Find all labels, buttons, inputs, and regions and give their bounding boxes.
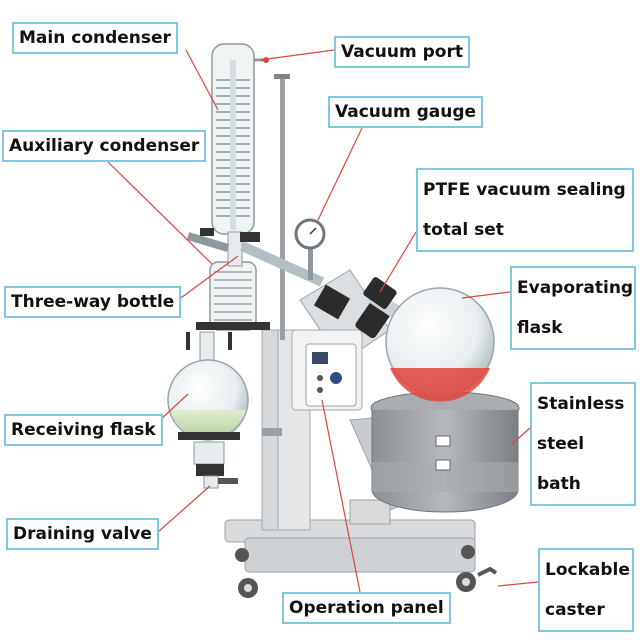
vacuum-gauge	[294, 218, 326, 280]
evaporating-flask	[363, 277, 495, 402]
receiving-flask-label: Receiving flask	[4, 414, 163, 446]
draining-valve	[196, 464, 238, 489]
caster-wheels	[235, 545, 498, 598]
main-condenser	[211, 43, 269, 235]
support-rod	[262, 74, 290, 436]
draining-valve-label: Draining valve	[6, 518, 159, 550]
operation-panel-label: Operation panel	[282, 592, 451, 624]
three-way-bottle-label: Three-way bottle	[4, 286, 182, 318]
evaporating-flask-label: Evaporating flask	[510, 266, 636, 350]
operation-panel-device	[305, 343, 357, 407]
auxiliary-condenser-label: Auxiliary condenser	[2, 130, 207, 162]
auxiliary-condenser	[196, 261, 270, 331]
leader-lines	[107, 49, 539, 593]
lockable-caster-label: Lockable caster	[538, 548, 634, 632]
stainless-steel-bath-label: Stainless steel bath	[530, 382, 636, 506]
stainless-steel-bath	[370, 391, 520, 513]
vacuum-port-label: Vacuum port	[334, 36, 470, 68]
ptfe-vacuum-sealing-label: PTFE vacuum sealing total set	[416, 168, 634, 252]
main-condenser-label: Main condenser	[12, 22, 178, 54]
receiving-flask	[167, 331, 249, 465]
vacuum-gauge-label: Vacuum gauge	[328, 96, 484, 128]
